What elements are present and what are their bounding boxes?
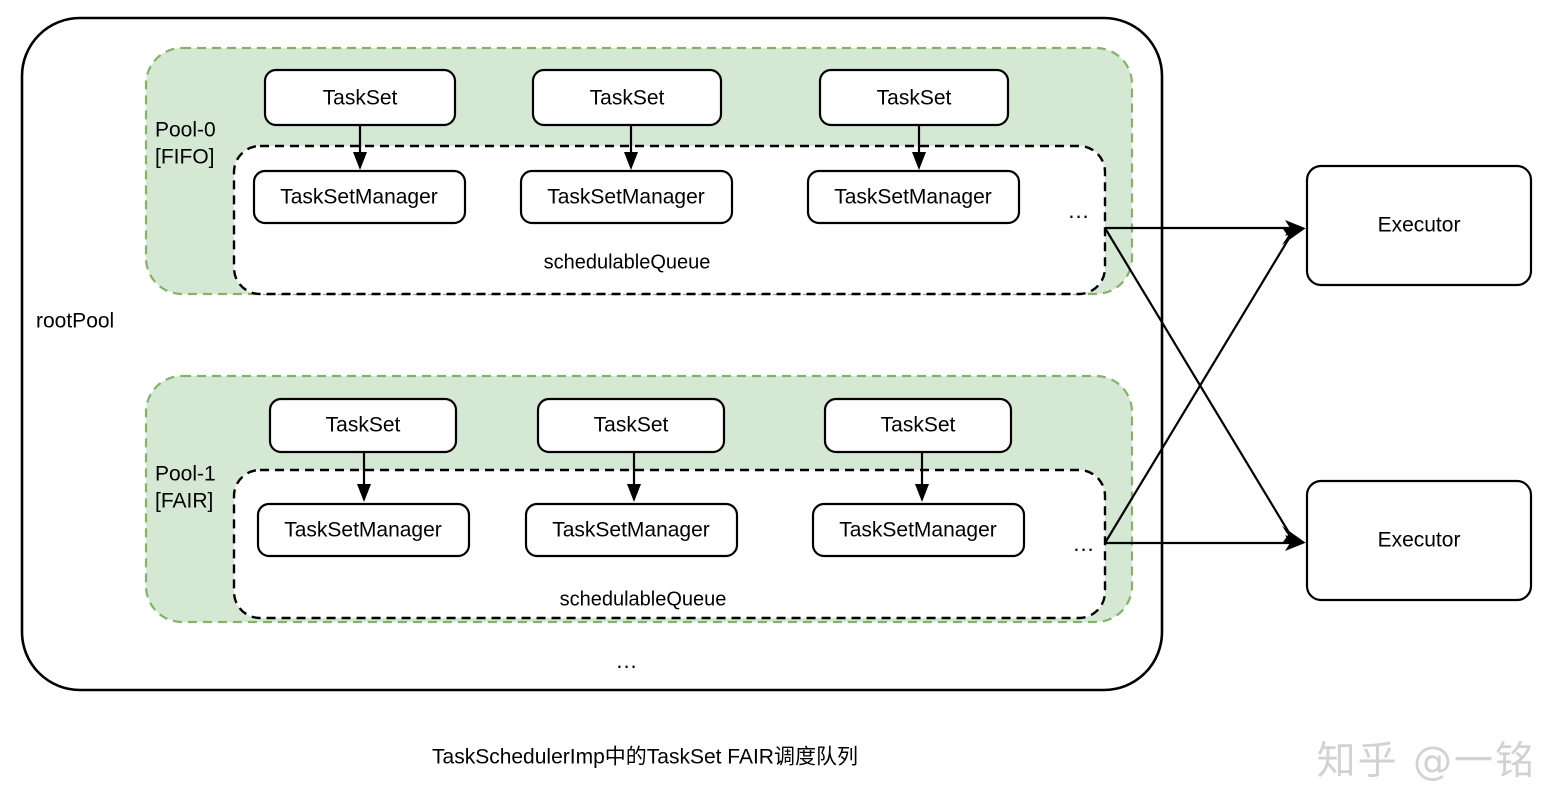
pool-1-taskset-label-2: TaskSet [881, 414, 956, 437]
pool-0-manager-label-1: TaskSetManager [547, 186, 705, 209]
pool-0-taskset-box-1[interactable] [531, 68, 723, 127]
root-pool-label: rootPool [36, 310, 114, 333]
pool-0-queue-label: schedulableQueue [544, 251, 711, 273]
pool-1-label-name: Pool-1 [155, 463, 216, 486]
edge-pool1-executor0-arrowhead [1282, 228, 1306, 245]
pool-0-taskset-label-1: TaskSet [590, 87, 665, 110]
pool-0-edge-arrowhead-2 [912, 152, 926, 170]
more-pools-ellipsis: ... [616, 648, 637, 673]
pool-0-taskset-label-2: TaskSet [877, 87, 952, 110]
edge-pool1-executor1-arrowhead [1285, 535, 1305, 551]
executor-box-1[interactable] [1305, 479, 1533, 602]
pool-0-edge-arrowhead-0 [353, 152, 367, 170]
pool-0-manager-box-2[interactable] [806, 169, 1021, 225]
watermark: 知乎 @一铭 [1316, 739, 1536, 784]
edge-pool0-executor1 [1104, 227, 1292, 537]
pool-0-manager-box-1[interactable] [519, 169, 734, 225]
pool-1-manager-label-2: TaskSetManager [839, 519, 997, 542]
pool-1-manager-box-1[interactable] [524, 502, 739, 558]
pool-1-edge-arrowhead-0 [357, 484, 371, 502]
pool-1-taskset-box-1[interactable] [536, 397, 726, 454]
pool-1-taskset-label-0: TaskSet [326, 414, 401, 437]
pool-1-manager-box-2[interactable] [811, 502, 1026, 558]
pool-1-taskset-label-1: TaskSet [594, 414, 669, 437]
pool-1-label-policy: [FAIR] [155, 490, 213, 513]
pool-1-queue-label: schedulableQueue [560, 588, 727, 610]
pool-1-manager-label-0: TaskSetManager [284, 519, 442, 542]
edge-pool1-executor0 [1104, 234, 1292, 544]
executor-label-1: Executor [1378, 529, 1461, 552]
pool-0-manager-box-0[interactable] [252, 169, 467, 225]
pool-1-edge-arrowhead-2 [915, 484, 929, 502]
pool-0-taskset-box-2[interactable] [818, 68, 1010, 127]
pool-0-ellipsis: ... [1068, 198, 1089, 223]
pool-0-manager-label-2: TaskSetManager [834, 186, 992, 209]
pool-1-manager-label-1: TaskSetManager [552, 519, 710, 542]
pool-0-edge-arrowhead-1 [624, 152, 638, 170]
pool-1-taskset-box-2[interactable] [823, 397, 1013, 454]
executor-box-0[interactable] [1305, 164, 1533, 287]
diagram-caption: TaskSchedulerImp中的TaskSet FAIR调度队列 [432, 746, 858, 769]
pool-1-ellipsis: ... [1073, 531, 1094, 556]
pool-0-label-name: Pool-0 [155, 119, 216, 142]
pool-1-edge-arrowhead-1 [627, 484, 641, 502]
pool-0-manager-label-0: TaskSetManager [280, 186, 438, 209]
pool-0-label-policy: [FIFO] [155, 146, 215, 169]
executor-label-0: Executor [1378, 214, 1461, 237]
pool-1-manager-box-0[interactable] [256, 502, 471, 558]
pool-0-taskset-label-0: TaskSet [323, 87, 398, 110]
